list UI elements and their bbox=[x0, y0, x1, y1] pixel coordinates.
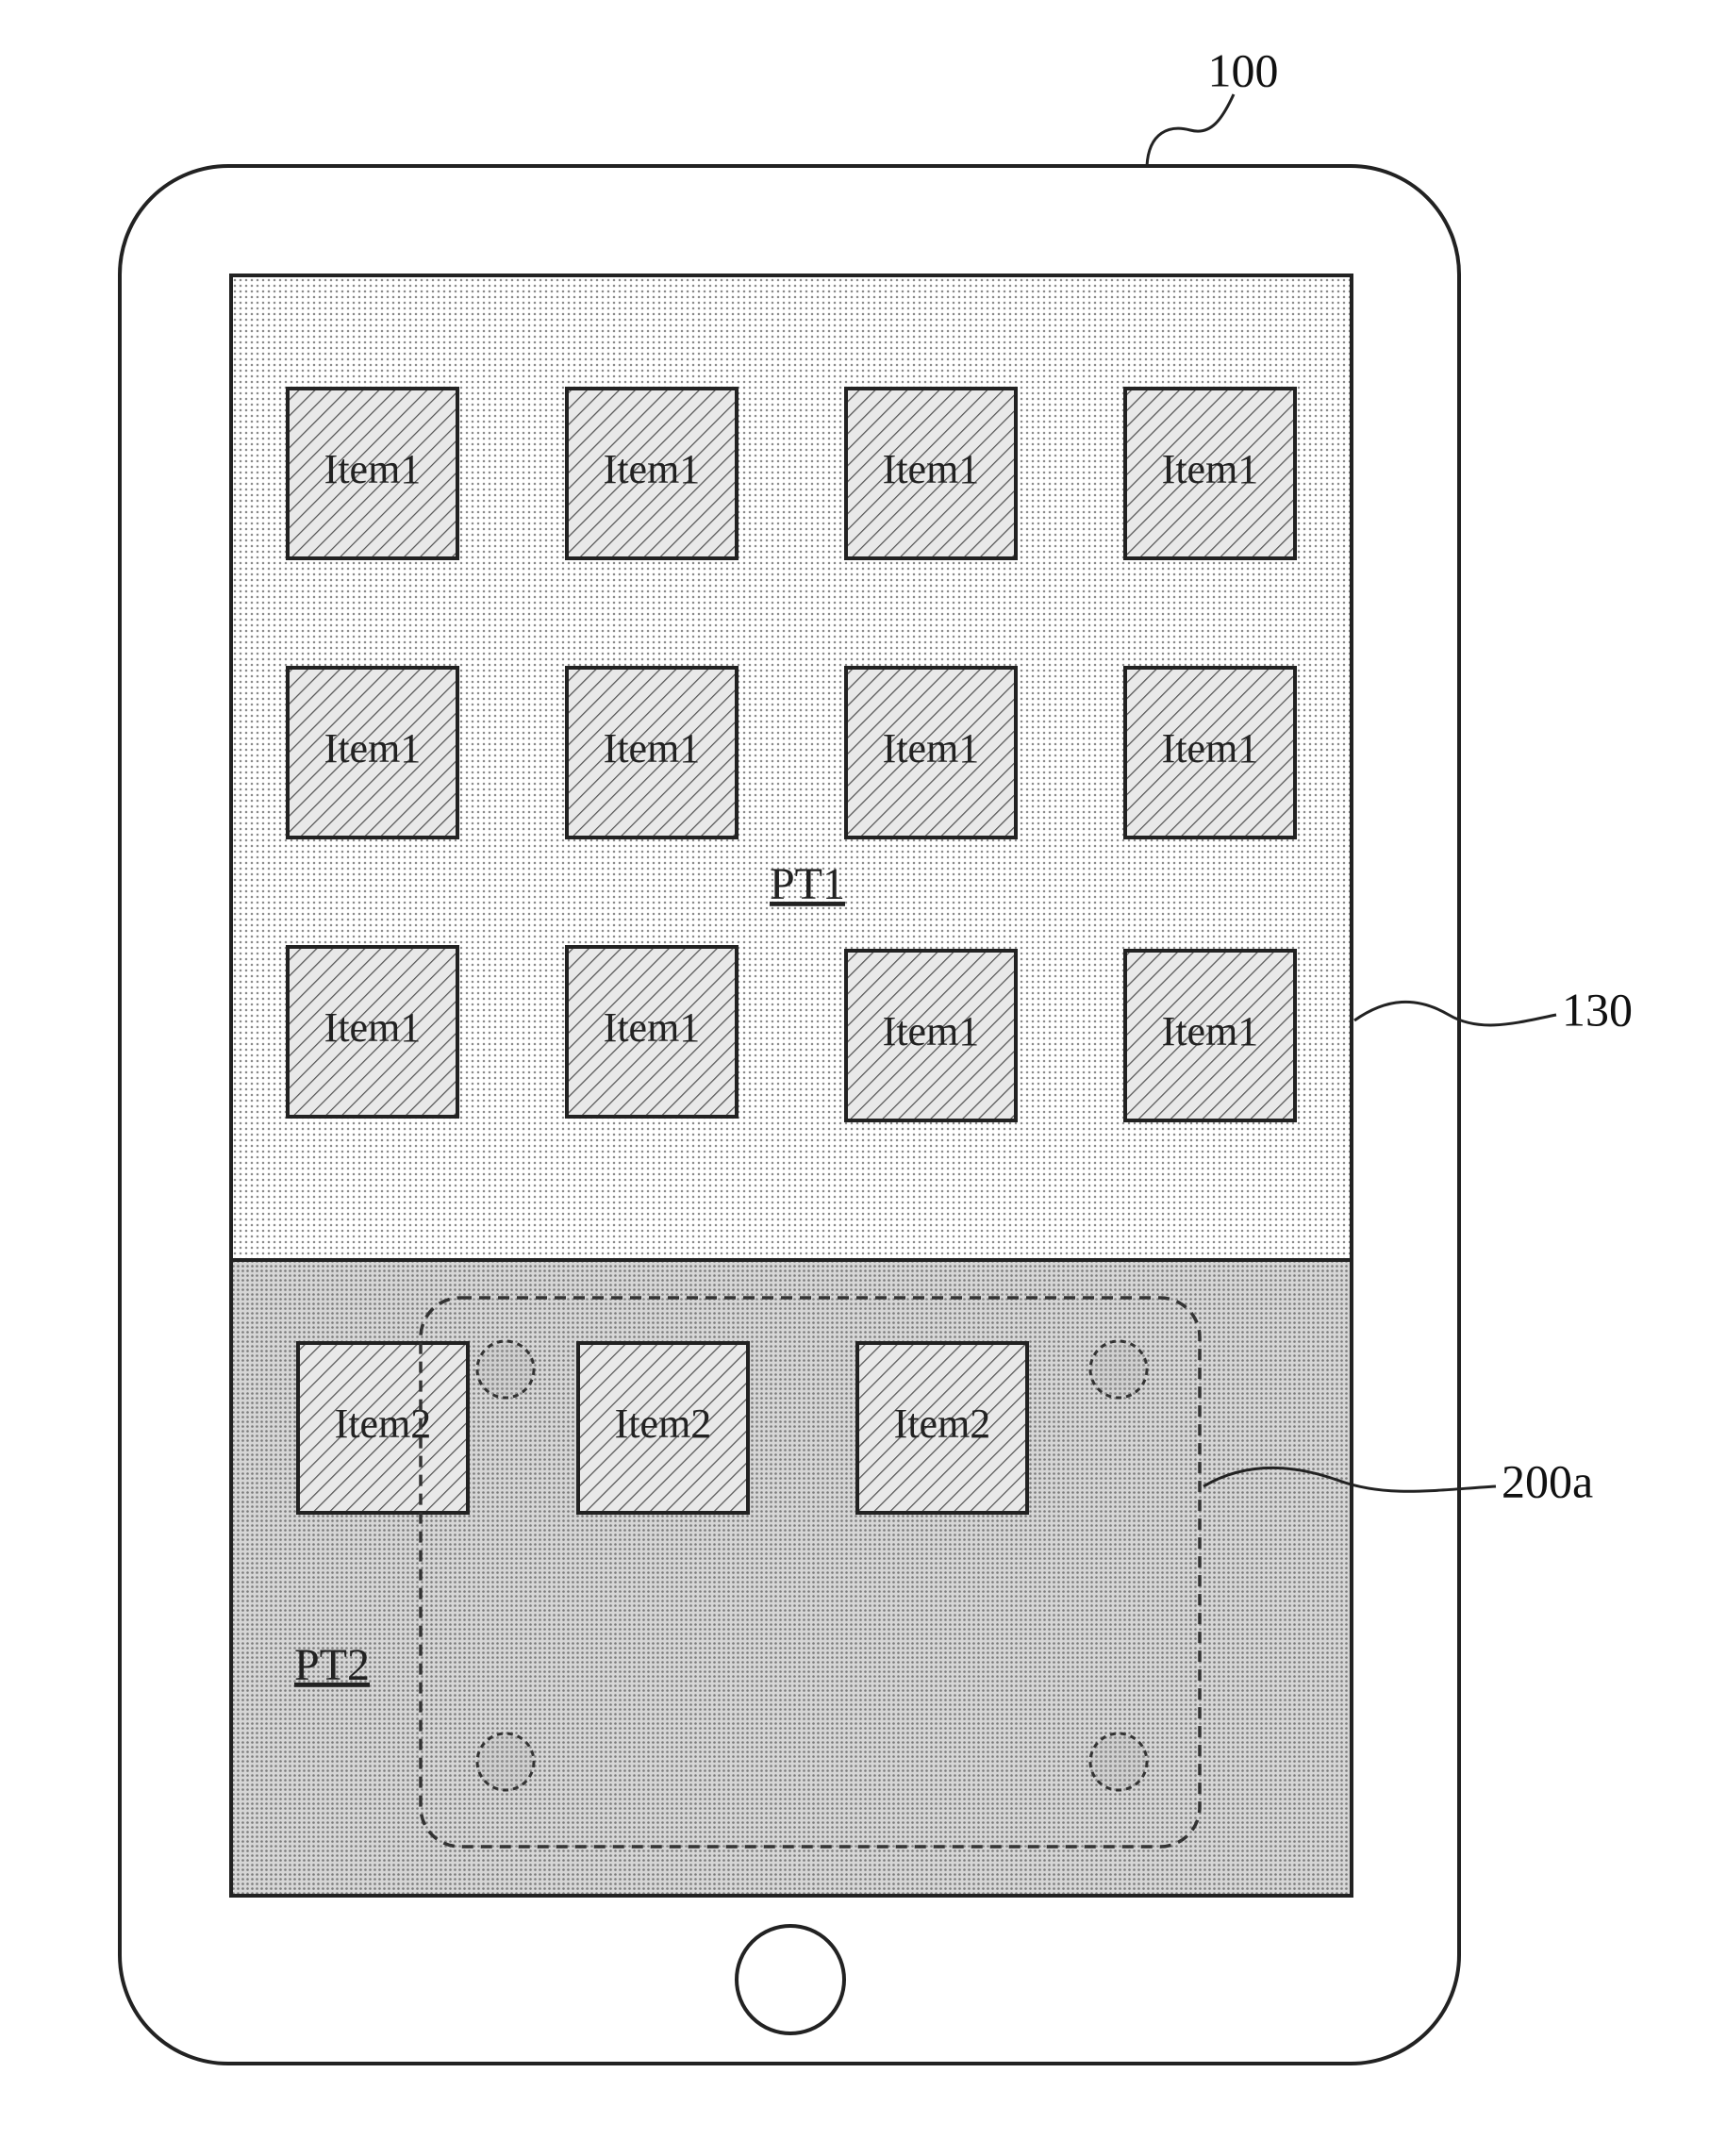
item-tile[interactable]: Item1 bbox=[288, 947, 457, 1117]
touch-pad[interactable] bbox=[1090, 1733, 1147, 1790]
item-tile[interactable]: Item1 bbox=[288, 389, 457, 558]
item-tile[interactable]: Item1 bbox=[1125, 951, 1295, 1120]
touch-pad[interactable] bbox=[477, 1733, 534, 1790]
region-pt2-label: PT2 bbox=[294, 1640, 370, 1690]
item-label: Item1 bbox=[1162, 725, 1259, 771]
ref-label-200a: 200a bbox=[1502, 1454, 1593, 1507]
item-tile[interactable]: Item1 bbox=[846, 668, 1016, 838]
item-label: Item1 bbox=[604, 446, 701, 492]
leader-line-100 bbox=[1147, 94, 1234, 166]
item-label: Item1 bbox=[324, 446, 422, 492]
ref-label-130: 130 bbox=[1562, 983, 1633, 1036]
item-label: Item1 bbox=[1162, 446, 1259, 492]
item-tile[interactable]: Item1 bbox=[1125, 668, 1295, 838]
item-label: Item1 bbox=[604, 725, 701, 771]
item-label: Item1 bbox=[604, 1004, 701, 1051]
touch-pad[interactable] bbox=[477, 1341, 534, 1398]
item-label: Item2 bbox=[615, 1401, 712, 1447]
item-tile[interactable]: Item1 bbox=[1125, 389, 1295, 558]
item2-row: Item2 Item2 Item2 bbox=[298, 1343, 1027, 1513]
item-label: Item1 bbox=[324, 725, 422, 771]
item-label: Item1 bbox=[1162, 1008, 1259, 1054]
item-label: Item1 bbox=[324, 1004, 422, 1051]
item-label: Item1 bbox=[883, 1008, 980, 1054]
touch-pad[interactable] bbox=[1090, 1341, 1147, 1398]
item-label: Item2 bbox=[894, 1401, 991, 1447]
item-label: Item1 bbox=[883, 725, 980, 771]
item-tile[interactable]: Item1 bbox=[567, 668, 737, 838]
item-tile[interactable]: Item1 bbox=[567, 389, 737, 558]
item-tile[interactable]: Item1 bbox=[846, 389, 1016, 558]
home-button[interactable] bbox=[737, 1926, 844, 2033]
item-tile[interactable]: Item2 bbox=[578, 1343, 748, 1513]
item-tile[interactable]: Item1 bbox=[567, 947, 737, 1117]
item-tile[interactable]: Item2 bbox=[298, 1343, 468, 1513]
item-tile[interactable]: Item2 bbox=[857, 1343, 1027, 1513]
item-label: Item1 bbox=[883, 446, 980, 492]
region-pt1-label: PT1 bbox=[770, 859, 845, 909]
item-tile[interactable]: Item1 bbox=[846, 951, 1016, 1120]
item-label: Item2 bbox=[335, 1401, 432, 1447]
item-tile[interactable]: Item1 bbox=[288, 668, 457, 838]
ref-label-100: 100 bbox=[1208, 43, 1279, 96]
